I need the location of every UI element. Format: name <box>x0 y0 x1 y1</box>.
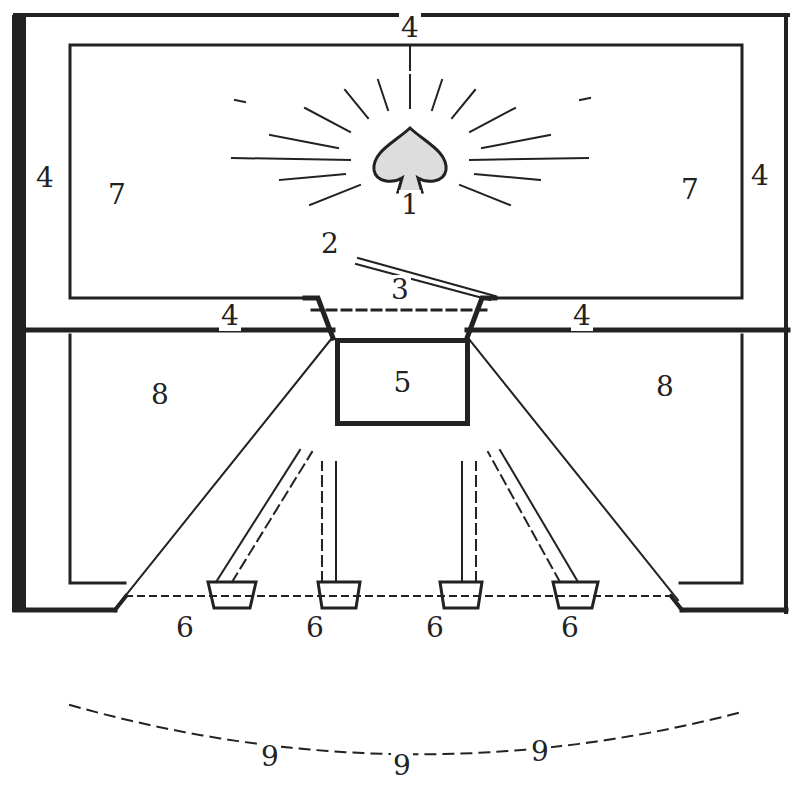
callout-number: 4 <box>34 163 56 194</box>
callout-number: 8 <box>149 380 171 411</box>
callout-number: 9 <box>391 751 413 782</box>
callout-number: 4 <box>219 301 241 332</box>
callout-number: 5 <box>394 366 412 399</box>
callout-number: 7 <box>679 175 701 206</box>
callout-number: 8 <box>654 372 676 403</box>
callout-number: 6 <box>424 613 446 644</box>
callout-number: 9 <box>259 742 281 773</box>
callout-number: 7 <box>106 180 128 211</box>
callout-number: 4 <box>399 13 421 44</box>
callout-number: 6 <box>304 613 326 644</box>
callout-number: 4 <box>571 301 593 332</box>
callout-number: 2 <box>319 229 341 260</box>
callout-number: 4 <box>749 161 771 192</box>
callout-number: 9 <box>529 737 551 768</box>
callout-number: 6 <box>174 613 196 644</box>
callout-number: 6 <box>559 613 581 644</box>
callout-number: 3 <box>389 275 411 306</box>
callout-number: 1 <box>399 190 421 221</box>
box-outline: 5 <box>335 338 470 426</box>
